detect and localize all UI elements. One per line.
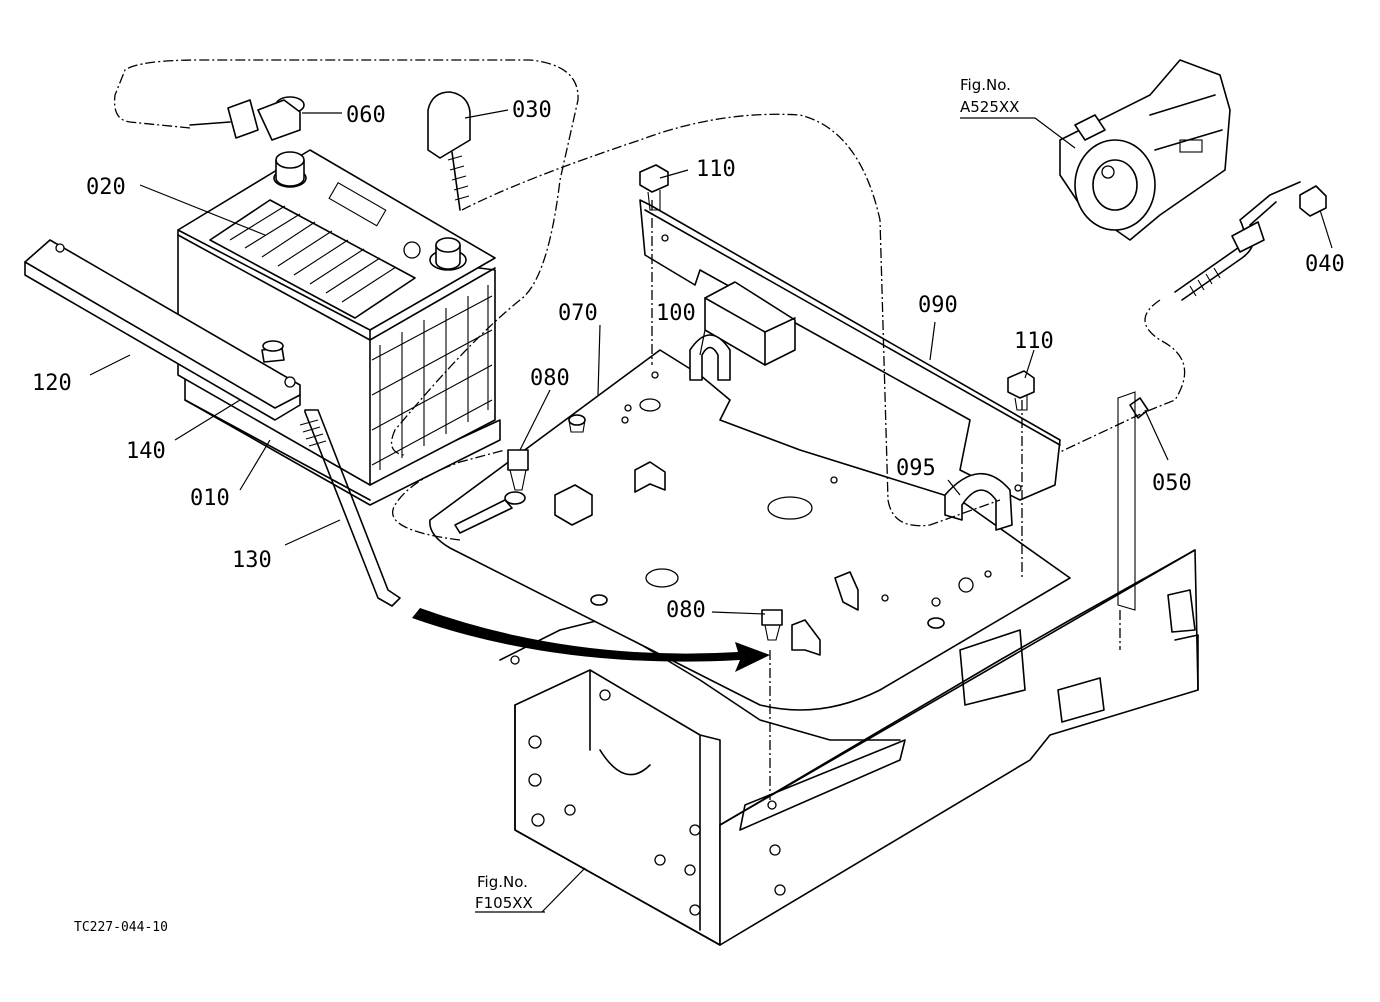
part-label-130: 130 [232,548,272,573]
figure-refs: Fig.No. A525XX Fig.No. F105XX [475,76,1019,912]
starter-drawing [1059,59,1327,611]
hold-down-drawing [24,239,401,607]
part-labels: 060 030 020 110 040 070 100 090 110 120 … [32,98,1345,623]
part-label-020: 020 [86,175,126,200]
part-label-095: 095 [896,456,936,481]
part-label-080-upper: 080 [530,366,570,391]
direction-arrow [412,608,770,672]
part-label-110-top: 110 [696,157,736,182]
base-plate-drawing [429,349,1071,711]
part-label-010: 010 [190,486,230,511]
frame-drawing [499,549,1199,946]
fig-ref-f105-code: F105XX [475,894,533,912]
part-label-030: 030 [512,98,552,123]
part-label-060: 060 [346,103,386,128]
bracket-drawing [639,164,1061,531]
part-label-040: 040 [1305,252,1345,277]
part-label-070: 070 [558,301,598,326]
leader-lines [89,109,1333,913]
diagram-code: TC227-044-10 [74,920,168,935]
fig-ref-a525-code: A525XX [960,98,1019,116]
part-label-090: 090 [918,293,958,318]
part-label-100: 100 [656,301,696,326]
part-label-110-right: 110 [1014,329,1054,354]
part-label-080-lower: 080 [666,598,706,623]
battery-drawing [177,149,501,506]
part-label-050: 050 [1152,471,1192,496]
cable-routes [113,59,1186,800]
fig-ref-a525-label: Fig.No. [960,76,1011,94]
part-label-140: 140 [126,439,166,464]
fig-ref-f105-label: Fig.No. [477,873,528,891]
part-label-120: 120 [32,371,72,396]
